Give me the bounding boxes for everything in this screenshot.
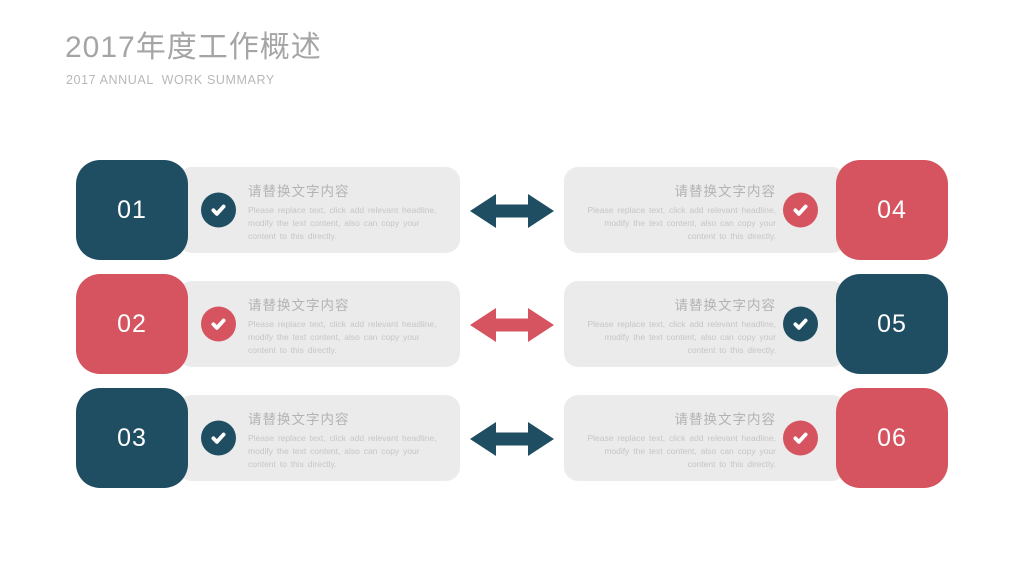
- card-heading: 请替换文字内容: [674, 412, 776, 427]
- slide-header: 2017年度工作概述 2017 ANNUAL WORK SUMMARY: [65, 22, 322, 87]
- double-arrow-icon: [470, 191, 554, 231]
- content-card-06: 请替换文字内容 Please replace text, click add r…: [564, 395, 846, 481]
- content-card-05: 请替换文字内容 Please replace text, click add r…: [564, 281, 846, 367]
- number-label: 01: [117, 195, 147, 224]
- page-subtitle: 2017 ANNUAL WORK SUMMARY: [66, 73, 275, 87]
- card-heading: 请替换文字内容: [248, 298, 350, 313]
- number-label: 05: [877, 309, 907, 338]
- check-icon: [201, 192, 236, 228]
- number-badge-04: 04: [836, 160, 948, 260]
- content-card-02: 请替换文字内容 Please replace text, click add r…: [178, 281, 460, 367]
- content-card-04: 请替换文字内容 Please replace text, click add r…: [564, 167, 846, 253]
- number-badge-02: 02: [76, 274, 188, 374]
- content-card-01: 请替换文字内容 Please replace text, click add r…: [178, 167, 460, 253]
- double-arrow-icon: [470, 305, 554, 345]
- card-body: Please replace text, click add relevant …: [587, 319, 776, 355]
- check-icon: [201, 420, 236, 456]
- number-label: 03: [117, 423, 147, 452]
- content-card-03: 请替换文字内容 Please replace text, click add r…: [178, 395, 460, 481]
- row-1: 01 请替换文字内容 Please replace text, click ad…: [0, 160, 1024, 260]
- card-heading: 请替换文字内容: [248, 184, 350, 199]
- number-label: 06: [877, 423, 907, 452]
- card-heading: 请替换文字内容: [674, 184, 776, 199]
- card-body: Please replace text, click add relevant …: [248, 433, 437, 469]
- check-icon: [201, 306, 236, 342]
- number-label: 04: [877, 195, 907, 224]
- number-badge-05: 05: [836, 274, 948, 374]
- card-body: Please replace text, click add relevant …: [587, 205, 776, 241]
- number-badge-01: 01: [76, 160, 188, 260]
- card-body: Please replace text, click add relevant …: [248, 319, 437, 355]
- check-icon: [783, 420, 818, 456]
- check-icon: [783, 192, 818, 228]
- content-rows: 01 请替换文字内容 Please replace text, click ad…: [0, 160, 1024, 502]
- double-arrow-icon: [470, 419, 554, 459]
- number-badge-06: 06: [836, 388, 948, 488]
- check-icon: [783, 306, 818, 342]
- number-badge-03: 03: [76, 388, 188, 488]
- page-title: 2017年度工作概述: [65, 31, 322, 64]
- card-heading: 请替换文字内容: [248, 412, 350, 427]
- row-3: 03 请替换文字内容 Please replace text, click ad…: [0, 388, 1024, 488]
- card-heading: 请替换文字内容: [674, 298, 776, 313]
- row-2: 02 请替换文字内容 Please replace text, click ad…: [0, 274, 1024, 374]
- card-body: Please replace text, click add relevant …: [248, 205, 437, 241]
- number-label: 02: [117, 309, 147, 338]
- card-body: Please replace text, click add relevant …: [587, 433, 776, 469]
